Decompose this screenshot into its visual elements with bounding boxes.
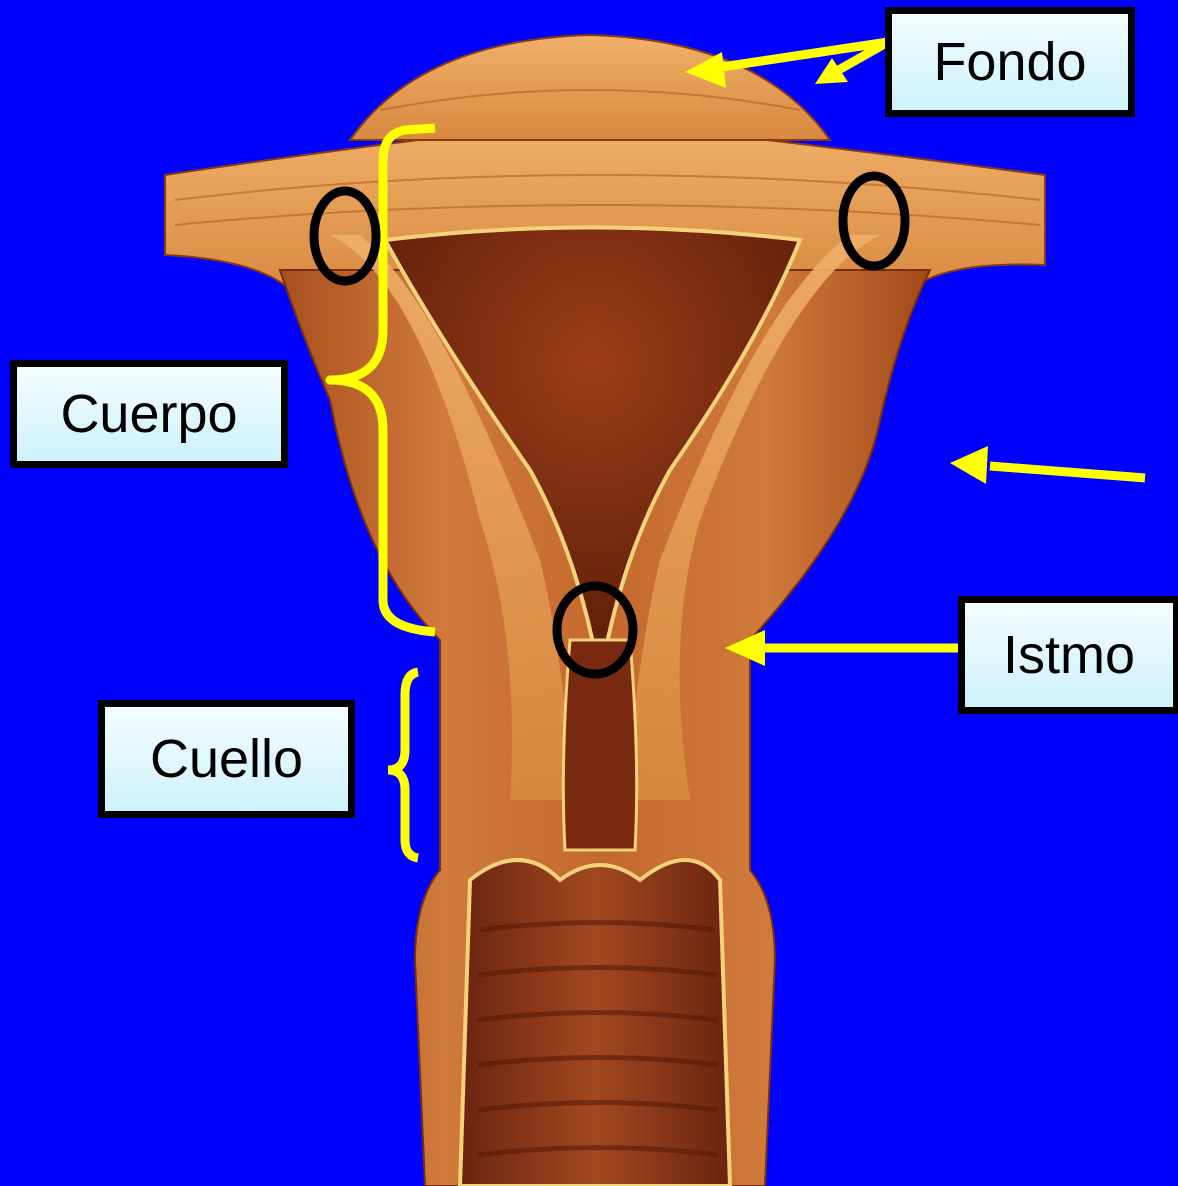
istmo-label-text: Istmo <box>1003 628 1135 682</box>
cuello-brace <box>388 672 418 858</box>
cuello-label-text: Cuello <box>150 732 303 786</box>
cuerpo-label-text: Cuerpo <box>60 387 237 441</box>
fondo-label: Fondo <box>885 7 1135 117</box>
side-arrow <box>950 446 1145 484</box>
cuerpo-label: Cuerpo <box>10 360 288 468</box>
istmo-label: Istmo <box>958 596 1178 714</box>
cuello-label: Cuello <box>98 700 355 818</box>
fondo-label-text: Fondo <box>933 35 1086 89</box>
istmo-arrow <box>725 630 958 666</box>
uterus-illustration <box>165 35 1045 1186</box>
fondo-arrows <box>685 42 888 88</box>
